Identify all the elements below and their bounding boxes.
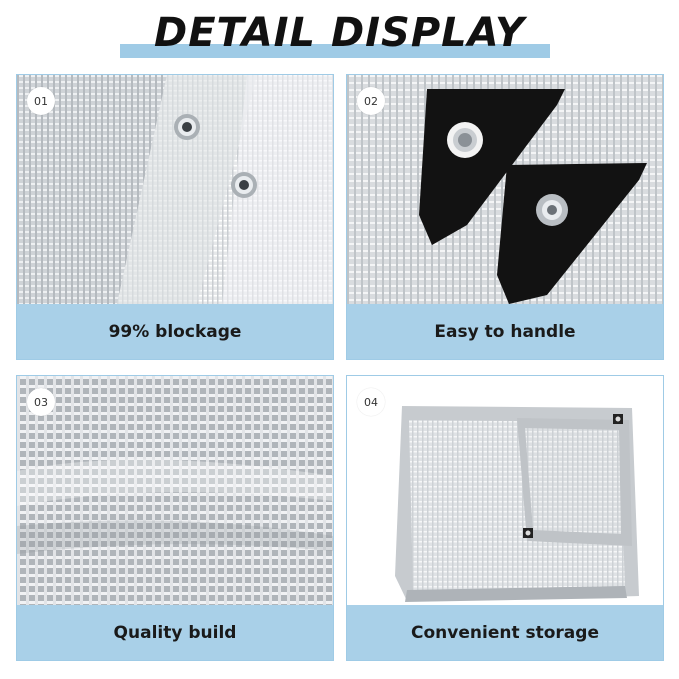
photo-folded-tarp [347, 376, 663, 605]
panel-caption: Easy to handle [347, 304, 663, 359]
panel-caption: Convenient storage [347, 605, 663, 660]
panel-caption: 99% blockage [17, 304, 333, 359]
panel-number-badge: 04 [357, 388, 385, 416]
title-underline-bar [120, 44, 550, 58]
panel-number-badge: 03 [27, 388, 55, 416]
detail-panel-storage: 04 Convenient storage [346, 375, 664, 661]
photo-edge-grommets [17, 75, 333, 304]
detail-panel-quality: 03 Quality build [16, 375, 334, 661]
photo-corner-grommets [347, 75, 663, 304]
panel-number-badge: 02 [357, 87, 385, 115]
detail-panel-handle: 02 Easy to handle [346, 74, 664, 360]
photo-mesh-closeup [17, 376, 333, 605]
panel-caption: Quality build [17, 605, 333, 660]
header: DETAIL DISPLAY [0, 0, 679, 66]
panel-number-badge: 01 [27, 87, 55, 115]
page-title: DETAIL DISPLAY [154, 10, 525, 56]
detail-panel-blockage: 01 99% blockage [16, 74, 334, 360]
